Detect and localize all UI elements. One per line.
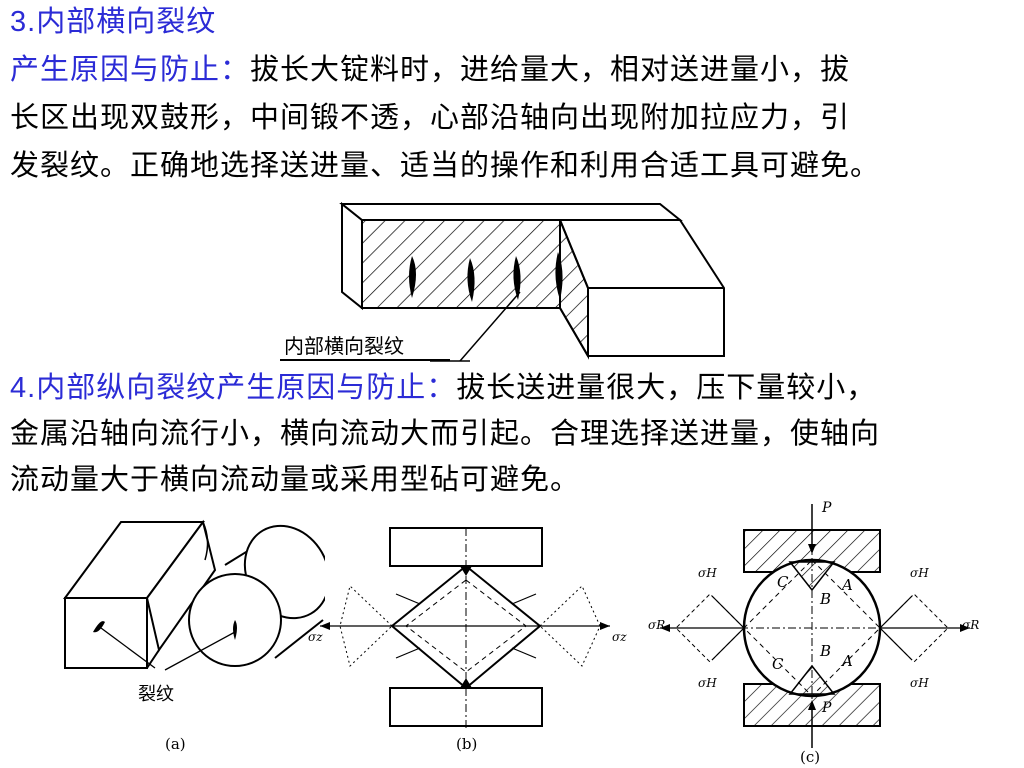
section3-text-1: 拔长大锭料时，进给量大，相对送进量小，拔 <box>250 52 851 86</box>
figure-c-c-bottom: C <box>772 655 784 673</box>
figure-c-p-bottom: P <box>822 700 832 716</box>
figure-c-sigma-h-bl: σH <box>698 676 717 690</box>
figure-a-caption: (a) <box>165 735 186 753</box>
section4-number: 4. <box>10 372 37 404</box>
section3-paragraph-line2: 长区出现双鼓形，中间锻不透，心部沿轴向出现附加拉应力，引 <box>10 100 851 134</box>
figure-c-b-bottom: B <box>820 642 832 660</box>
figure-b-sigma-left: σz <box>308 630 323 644</box>
figure-c-sigma-h-br: σH <box>910 676 929 690</box>
figure-c-caption: (c) <box>800 748 821 766</box>
label-underline <box>280 359 450 361</box>
section4-title: 内部纵向裂纹产生原因与防止： <box>36 370 457 404</box>
section3-heading: 3.内部横向裂纹 <box>10 0 216 44</box>
figure-c-p-top: P <box>822 500 832 516</box>
section4-paragraph-line2: 金属沿轴向流行小，横向流动大而引起。合理选择送进量，使轴向 <box>10 416 881 450</box>
section3-number: 3. <box>10 6 37 38</box>
figure-a <box>63 519 325 671</box>
figure-c-c-top: C <box>777 573 789 591</box>
section4-text-1: 拔长送进量很大，压下量较小， <box>456 370 877 404</box>
figure-b <box>320 527 610 730</box>
figure-b-caption: (b) <box>456 735 478 753</box>
transverse-crack-label: 内部横向裂纹 <box>280 330 408 359</box>
section3-paragraph-line1: 产生原因与防止：拔长大锭料时，进给量大，相对送进量小，拔 <box>10 48 850 91</box>
section4-paragraph-line1: 4.内部纵向裂纹产生原因与防止：拔长送进量很大，压下量较小， <box>10 366 876 410</box>
figure-b-sigma-right: σz <box>612 630 627 644</box>
section3-cause-label: 产生原因与防止： <box>10 52 251 86</box>
section3-title: 内部横向裂纹 <box>36 4 217 38</box>
figure-c <box>660 504 970 748</box>
figure-c-a-bottom: A <box>842 652 853 670</box>
figure-c-sigma-r-right: σR <box>962 618 980 632</box>
figure-c-sigma-r-left: σR <box>648 618 666 632</box>
section3-paragraph-line3: 发裂纹。正确地选择送进量、适当的操作和利用合适工具可避免。 <box>10 148 881 182</box>
figure-c-b-top: B <box>820 590 832 608</box>
figure-c-sigma-h-tl: σH <box>698 566 717 580</box>
section4-paragraph-line3: 流动量大于横向流动量或采用型砧可避免。 <box>10 462 581 496</box>
transverse-crack-figure <box>330 201 725 362</box>
figure-a-crack-label: 裂纹 <box>138 684 174 705</box>
figure-c-a-top: A <box>842 576 853 594</box>
figure-c-sigma-h-tr: σH <box>910 566 929 580</box>
